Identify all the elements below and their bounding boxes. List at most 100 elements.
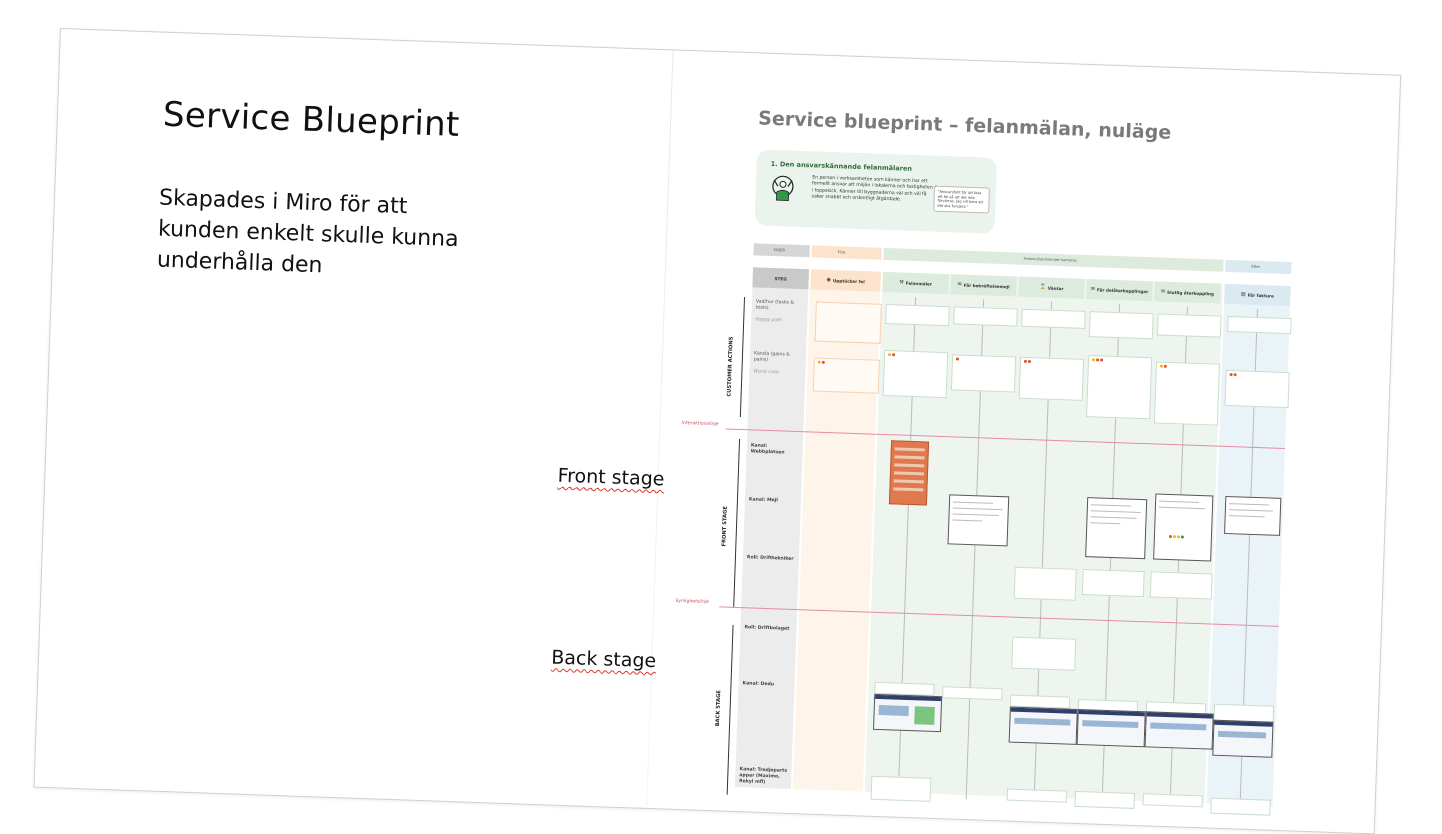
note-upptacker — [814, 301, 882, 344]
blueprint-title: Service blueprint – felanmälan, nuläge — [757, 107, 1172, 144]
step-header-5: ✉ Slutlig återkoppling — [1154, 281, 1221, 304]
emotion-dot — [892, 353, 896, 357]
note-bekraftelse — [953, 306, 1018, 327]
persona-card: 1. Den ansvarskännande felanmälaren En p… — [754, 149, 998, 234]
emotion-dot — [1233, 373, 1237, 377]
step-label-2: Får bekräftelsemejl — [963, 282, 1010, 289]
dedu-screenshot-2 — [1008, 706, 1078, 745]
steps-label: STEG — [752, 267, 810, 290]
emotion-dot — [1095, 358, 1100, 362]
synlighetslinje-label: Synlighetslinje — [675, 598, 709, 605]
emotion-dot — [1023, 359, 1028, 363]
page-crease — [646, 50, 674, 808]
back-stage-label: Back stage — [551, 647, 657, 673]
dedu-screenshot-3 — [1076, 708, 1146, 748]
emotion-dot — [1159, 364, 1163, 368]
step-label-0: Upptäcker fel — [832, 277, 865, 284]
front-stage-label: Front stage — [557, 465, 665, 491]
note-vantar — [1021, 308, 1086, 329]
phase-during: Felanmälan/ärendet hanteras — [883, 247, 1224, 272]
row-label-kanal-dedu: Kanal: Dedu — [742, 681, 775, 688]
note-tredjeparts-1 — [870, 775, 932, 802]
note-tredjeparts-5 — [1210, 797, 1271, 816]
step-header-4: ✉ Får delåterkopplingar — [1086, 278, 1153, 302]
emotion-dot — [817, 360, 821, 364]
emotion-dot — [821, 360, 825, 364]
note-tredjeparts-2 — [1006, 788, 1067, 803]
note-tredjeparts-3 — [1074, 790, 1135, 809]
emotion-dot — [888, 353, 892, 357]
row-label-kanal-mejl: Kanal: Mejl — [748, 497, 778, 504]
document-icon: ▤ — [1240, 291, 1246, 298]
row-label-kanal-tredjeparts: Kanal: Tredjeparts appar (Maximo, Rekyl … — [739, 767, 788, 786]
persona-quote: "Ansvarsfullt för att lösa ett fel så at… — [933, 185, 990, 214]
mail-icon: ✉ — [957, 281, 962, 288]
slide-subtitle: Skapades i Miro för att kunden enkelt sk… — [156, 185, 459, 279]
note-delaterkoppling — [1088, 311, 1154, 340]
phase-after-label: Efter — [1251, 264, 1261, 270]
emotion-dot — [1091, 358, 1096, 362]
front-stage-vert-label: FRONT STAGE — [721, 506, 729, 547]
phase-fore: Före — [811, 245, 882, 260]
note-felanmaler — [885, 303, 950, 327]
phase-label-bar: FASER — [753, 243, 810, 258]
step-header-1: ⚒ Felanmäler — [882, 271, 949, 295]
step-header-2: ✉ Får bekräftelsemejl — [950, 274, 1017, 297]
mail-screenshot-slutlig — [1153, 493, 1214, 562]
hammer-icon: ⚒ — [899, 279, 904, 286]
note-upptacker-kansla — [812, 357, 880, 394]
step-header-0: ◉ Upptäcker fel — [810, 269, 881, 292]
persona-description: En person i verksamheten som känner och … — [811, 175, 940, 203]
phase-label: FASER — [773, 248, 785, 253]
slide: Service Blueprint Skapades i Miro för at… — [33, 28, 1402, 834]
phase-fore-label: Före — [837, 250, 846, 255]
persona-title: 1. Den ansvarskännande felanmälaren — [770, 159, 913, 173]
row-label-kansla: Känsla (gains & pains) — [753, 351, 790, 363]
emotion-dot — [1027, 359, 1032, 364]
interaktionslinje-label: Interaktionslinje — [681, 420, 719, 428]
note-delaterkoppling-kansla — [1086, 355, 1153, 420]
step-label-1: Felanmäler — [905, 280, 933, 287]
back-stage-vert-label: BACK STAGE — [715, 690, 723, 727]
hourglass-icon: ⌛ — [1039, 284, 1046, 291]
step-label-4: Får delåterkopplingar — [1096, 286, 1149, 294]
mail-icon: ✉ — [1090, 286, 1096, 293]
customer-actions-bar — [739, 297, 746, 417]
emotion-dot — [955, 357, 960, 361]
step-label-3: Väntar — [1047, 285, 1064, 291]
slide-title: Service Blueprint — [162, 94, 461, 145]
emotion-dot — [1163, 364, 1167, 368]
back-stage-text: Back stage — [550, 646, 657, 673]
phase-after: Efter — [1225, 259, 1292, 275]
dedu-screenshot-5 — [1212, 719, 1274, 758]
customer-actions-label: CUSTOMER ACTIONS — [726, 336, 735, 397]
note-driftbolaget — [1011, 636, 1077, 671]
row-label-vad-hur: Vad/hur (tasks & tools) — [755, 299, 795, 311]
front-stage-bar — [733, 438, 741, 607]
front-stage-text: Front stage — [557, 464, 665, 491]
phase-during-label: Felanmälan/ärendet hanteras — [1023, 256, 1077, 263]
mail-icon: ✉ — [1160, 288, 1166, 295]
emotion-dot — [1229, 373, 1233, 377]
webform-screenshot — [888, 440, 930, 506]
emotion-dot — [1099, 358, 1104, 362]
dedu-screenshot-1 — [873, 693, 943, 733]
note-felanmaler-kansla — [882, 349, 949, 399]
note-vantar-kansla — [1018, 356, 1085, 401]
row-label-happy-path: Happy path — [755, 317, 783, 324]
note-faktura — [1227, 315, 1292, 335]
note-bekraftelse-kansla — [950, 354, 1017, 393]
step-header-6: ▤ Får faktura — [1224, 283, 1291, 307]
steps-label-text: STEG — [774, 275, 787, 282]
note-drifttekniker-3 — [1149, 571, 1213, 600]
persona-person-icon — [772, 175, 794, 201]
row-label-kanal-webb: Kanal: Webbplatsen — [750, 443, 785, 456]
blueprint-board: Service blueprint – felanmälan, nuläge 1… — [675, 107, 1298, 819]
step-label-6: Får faktura — [1247, 292, 1274, 299]
eye-icon: ◉ — [826, 276, 832, 284]
note-drifttekniker-2 — [1081, 569, 1145, 598]
note-faktura-kansla — [1224, 369, 1290, 409]
row-label-worst-case: Worst case — [753, 369, 779, 376]
invoice-screenshot — [1224, 495, 1282, 536]
note-drifttekniker-1 — [1013, 566, 1077, 601]
